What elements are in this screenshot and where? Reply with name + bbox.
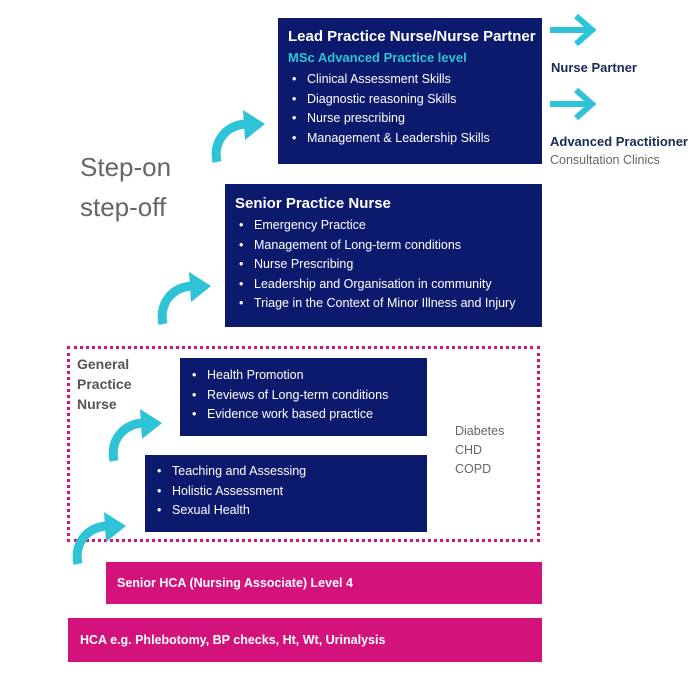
lead-practice-nurse-box: Lead Practice Nurse/Nurse Partner MSc Ad… <box>278 18 542 164</box>
list-item: Emergency Practice <box>235 216 542 236</box>
lead-box-subtitle: MSc Advanced Practice level <box>288 50 467 65</box>
list-item: Management & Leadership Skills <box>288 129 542 149</box>
list-item: Health Promotion <box>188 366 427 386</box>
hca-band: HCA e.g. Phlebotomy, BP checks, Ht, Wt, … <box>68 618 542 662</box>
gpn-upper-box: Health Promotion Reviews of Long-term co… <box>180 358 427 436</box>
curved-up-right-arrow-icon <box>211 110 265 163</box>
senior-box-list: Emergency Practice Management of Long-te… <box>235 216 542 314</box>
consultation-clinics-label: Consultation Clinics <box>550 153 660 167</box>
list-item: Nurse Prescribing <box>235 255 542 275</box>
gpn-lower-box: Teaching and Assessing Holistic Assessme… <box>145 455 427 532</box>
step-on-label: Step-on <box>80 152 172 182</box>
senior-hca-band: Senior HCA (Nursing Associate) Level 4 <box>106 562 542 604</box>
list-item: Teaching and Assessing <box>153 462 427 482</box>
nurse-partner-label: Nurse Partner <box>551 60 637 75</box>
list-item: Reviews of Long-term conditions <box>188 386 427 406</box>
list-item: Nurse prescribing <box>288 109 542 129</box>
condition-diabetes: Diabetes <box>455 424 505 438</box>
lead-box-title: Lead Practice Nurse/Nurse Partner <box>288 28 536 45</box>
senior-box-title: Senior Practice Nurse <box>235 195 391 212</box>
list-item: Management of Long-term conditions <box>235 236 542 256</box>
gpn-upper-list: Health Promotion Reviews of Long-term co… <box>188 366 427 425</box>
list-item: Triage in the Context of Minor Illness a… <box>235 294 542 314</box>
list-item: Diagnostic reasoning Skills <box>288 90 542 110</box>
lead-box-list: Clinical Assessment Skills Diagnostic re… <box>288 70 542 148</box>
list-item: Sexual Health <box>153 501 427 521</box>
general-practice-nurse-region <box>67 346 540 542</box>
right-arrow-icon <box>550 13 597 47</box>
list-item: Holistic Assessment <box>153 482 427 502</box>
right-arrow-icon <box>550 87 597 121</box>
advanced-practitioner-label: Advanced Practitioner <box>550 134 688 149</box>
gpn-label-line3: Nurse <box>77 396 117 412</box>
gpn-label-line2: Practice <box>77 376 132 392</box>
condition-chd: CHD <box>455 443 483 457</box>
curved-up-right-arrow-icon <box>72 512 126 565</box>
senior-hca-label: Senior HCA (Nursing Associate) Level 4 <box>117 576 353 590</box>
senior-practice-nurse-box: Senior Practice Nurse Emergency Practice… <box>225 184 542 327</box>
gpn-lower-list: Teaching and Assessing Holistic Assessme… <box>153 462 427 521</box>
list-item: Leadership and Organisation in community <box>235 275 542 295</box>
list-item: Clinical Assessment Skills <box>288 70 542 90</box>
step-off-label: step-off <box>80 192 167 222</box>
curved-up-right-arrow-icon <box>157 272 211 325</box>
gpn-label-line1: General <box>77 356 130 372</box>
condition-copd: COPD <box>455 462 492 476</box>
hca-label: HCA e.g. Phlebotomy, BP checks, Ht, Wt, … <box>80 633 386 647</box>
curved-up-right-arrow-icon <box>108 409 162 462</box>
list-item: Evidence work based practice <box>188 405 427 425</box>
